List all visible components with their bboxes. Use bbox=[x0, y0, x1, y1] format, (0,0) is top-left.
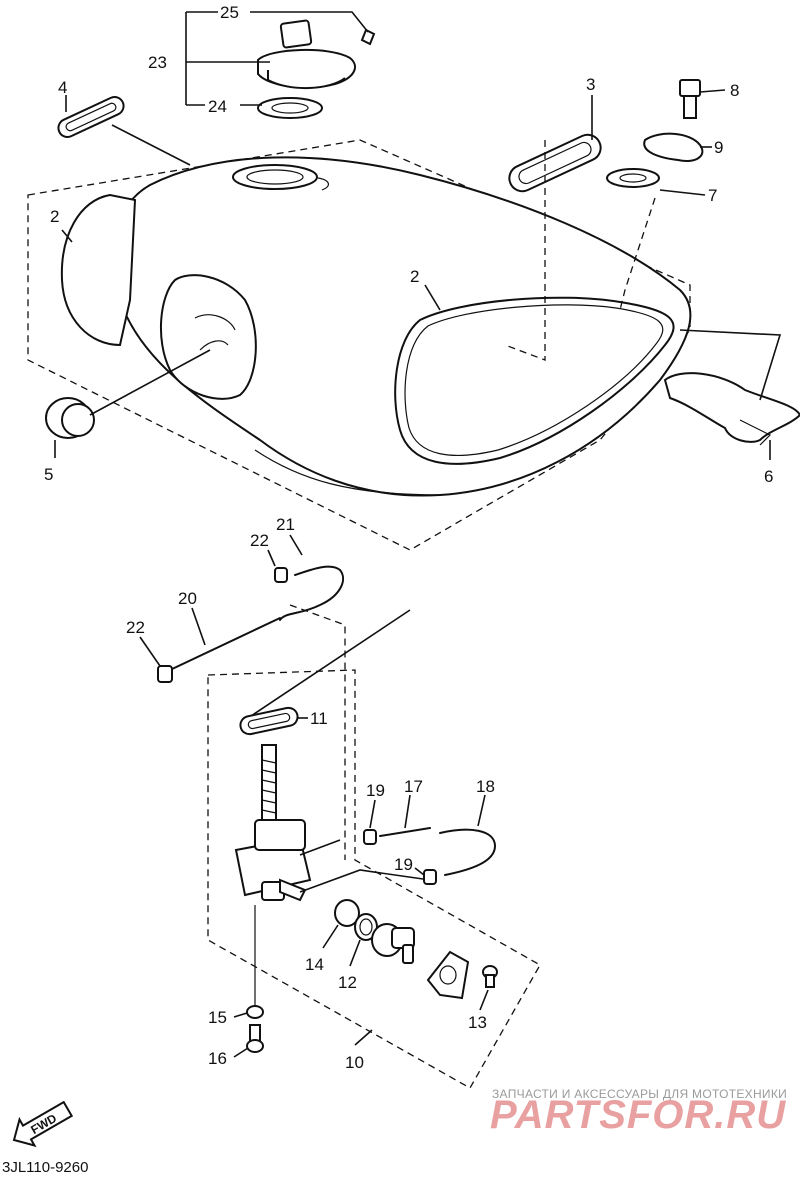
callout-18: 18 bbox=[476, 777, 495, 796]
fuel-cock-lever bbox=[371, 923, 415, 964]
watermark-brand: PARTSFOR.RU bbox=[490, 1093, 786, 1137]
callout-22-lower: 22 bbox=[126, 618, 145, 637]
callout-19-lower: 19 bbox=[394, 855, 413, 874]
callout-21: 21 bbox=[276, 515, 295, 534]
part-7-grommet bbox=[606, 168, 660, 188]
callout-22-upper: 22 bbox=[250, 531, 269, 550]
callout-9: 9 bbox=[714, 138, 723, 157]
callout-7: 7 bbox=[708, 186, 717, 205]
diagram-code: 3JL110-9260 bbox=[2, 1159, 88, 1176]
callout-3: 3 bbox=[586, 75, 595, 94]
callout-24: 24 bbox=[208, 97, 227, 116]
watermark-tagline: ЗАПЧАСТИ И АКСЕССУАРЫ ДЛЯ МОТОТЕХНИКИ bbox=[492, 1087, 787, 1101]
callout-19-upper: 19 bbox=[366, 781, 385, 800]
callout-25: 25 bbox=[220, 3, 239, 22]
part-3-emblem bbox=[508, 133, 602, 193]
callout-10: 10 bbox=[345, 1053, 364, 1072]
callout-4: 4 bbox=[58, 78, 67, 97]
part-8-bolt bbox=[679, 79, 701, 119]
fuel-cock-group-boundary bbox=[207, 669, 541, 1089]
drain-hose-assembly bbox=[363, 827, 497, 885]
part-13-cover-plate bbox=[426, 950, 470, 1000]
callout-12: 12 bbox=[338, 973, 357, 992]
tank-group-boundary bbox=[27, 139, 691, 551]
part-14-filter bbox=[334, 899, 360, 927]
callout-14: 14 bbox=[305, 955, 324, 974]
callout-6: 6 bbox=[764, 467, 773, 486]
part-6-bracket bbox=[663, 372, 800, 446]
part-15-washer bbox=[246, 1005, 264, 1019]
part-9-washer bbox=[643, 132, 704, 162]
part-16-bolt bbox=[246, 1024, 264, 1053]
callout-5: 5 bbox=[44, 465, 53, 484]
callout-15: 15 bbox=[208, 1008, 227, 1027]
callout-8: 8 bbox=[730, 81, 739, 100]
callout-17: 17 bbox=[404, 777, 423, 796]
fuel-cock bbox=[234, 744, 312, 902]
callout-2-side: 2 bbox=[410, 267, 419, 286]
part-4-gasket bbox=[57, 96, 125, 138]
callout-13: 13 bbox=[468, 1013, 487, 1032]
fuel-tank bbox=[60, 156, 692, 497]
callout-2-rear: 2 bbox=[50, 207, 59, 226]
forward-direction-arrow: FWD bbox=[12, 1100, 74, 1148]
callout-20: 20 bbox=[178, 589, 197, 608]
fuel-cap-assembly bbox=[257, 19, 376, 119]
part-11-gasket bbox=[239, 706, 299, 736]
callout-23: 23 bbox=[148, 53, 167, 72]
callout-11: 11 bbox=[310, 709, 328, 728]
fuel-hose-assembly bbox=[157, 565, 345, 683]
callout-16: 16 bbox=[208, 1049, 227, 1068]
part-5-damper bbox=[45, 397, 95, 439]
part-13-screw bbox=[482, 965, 498, 988]
